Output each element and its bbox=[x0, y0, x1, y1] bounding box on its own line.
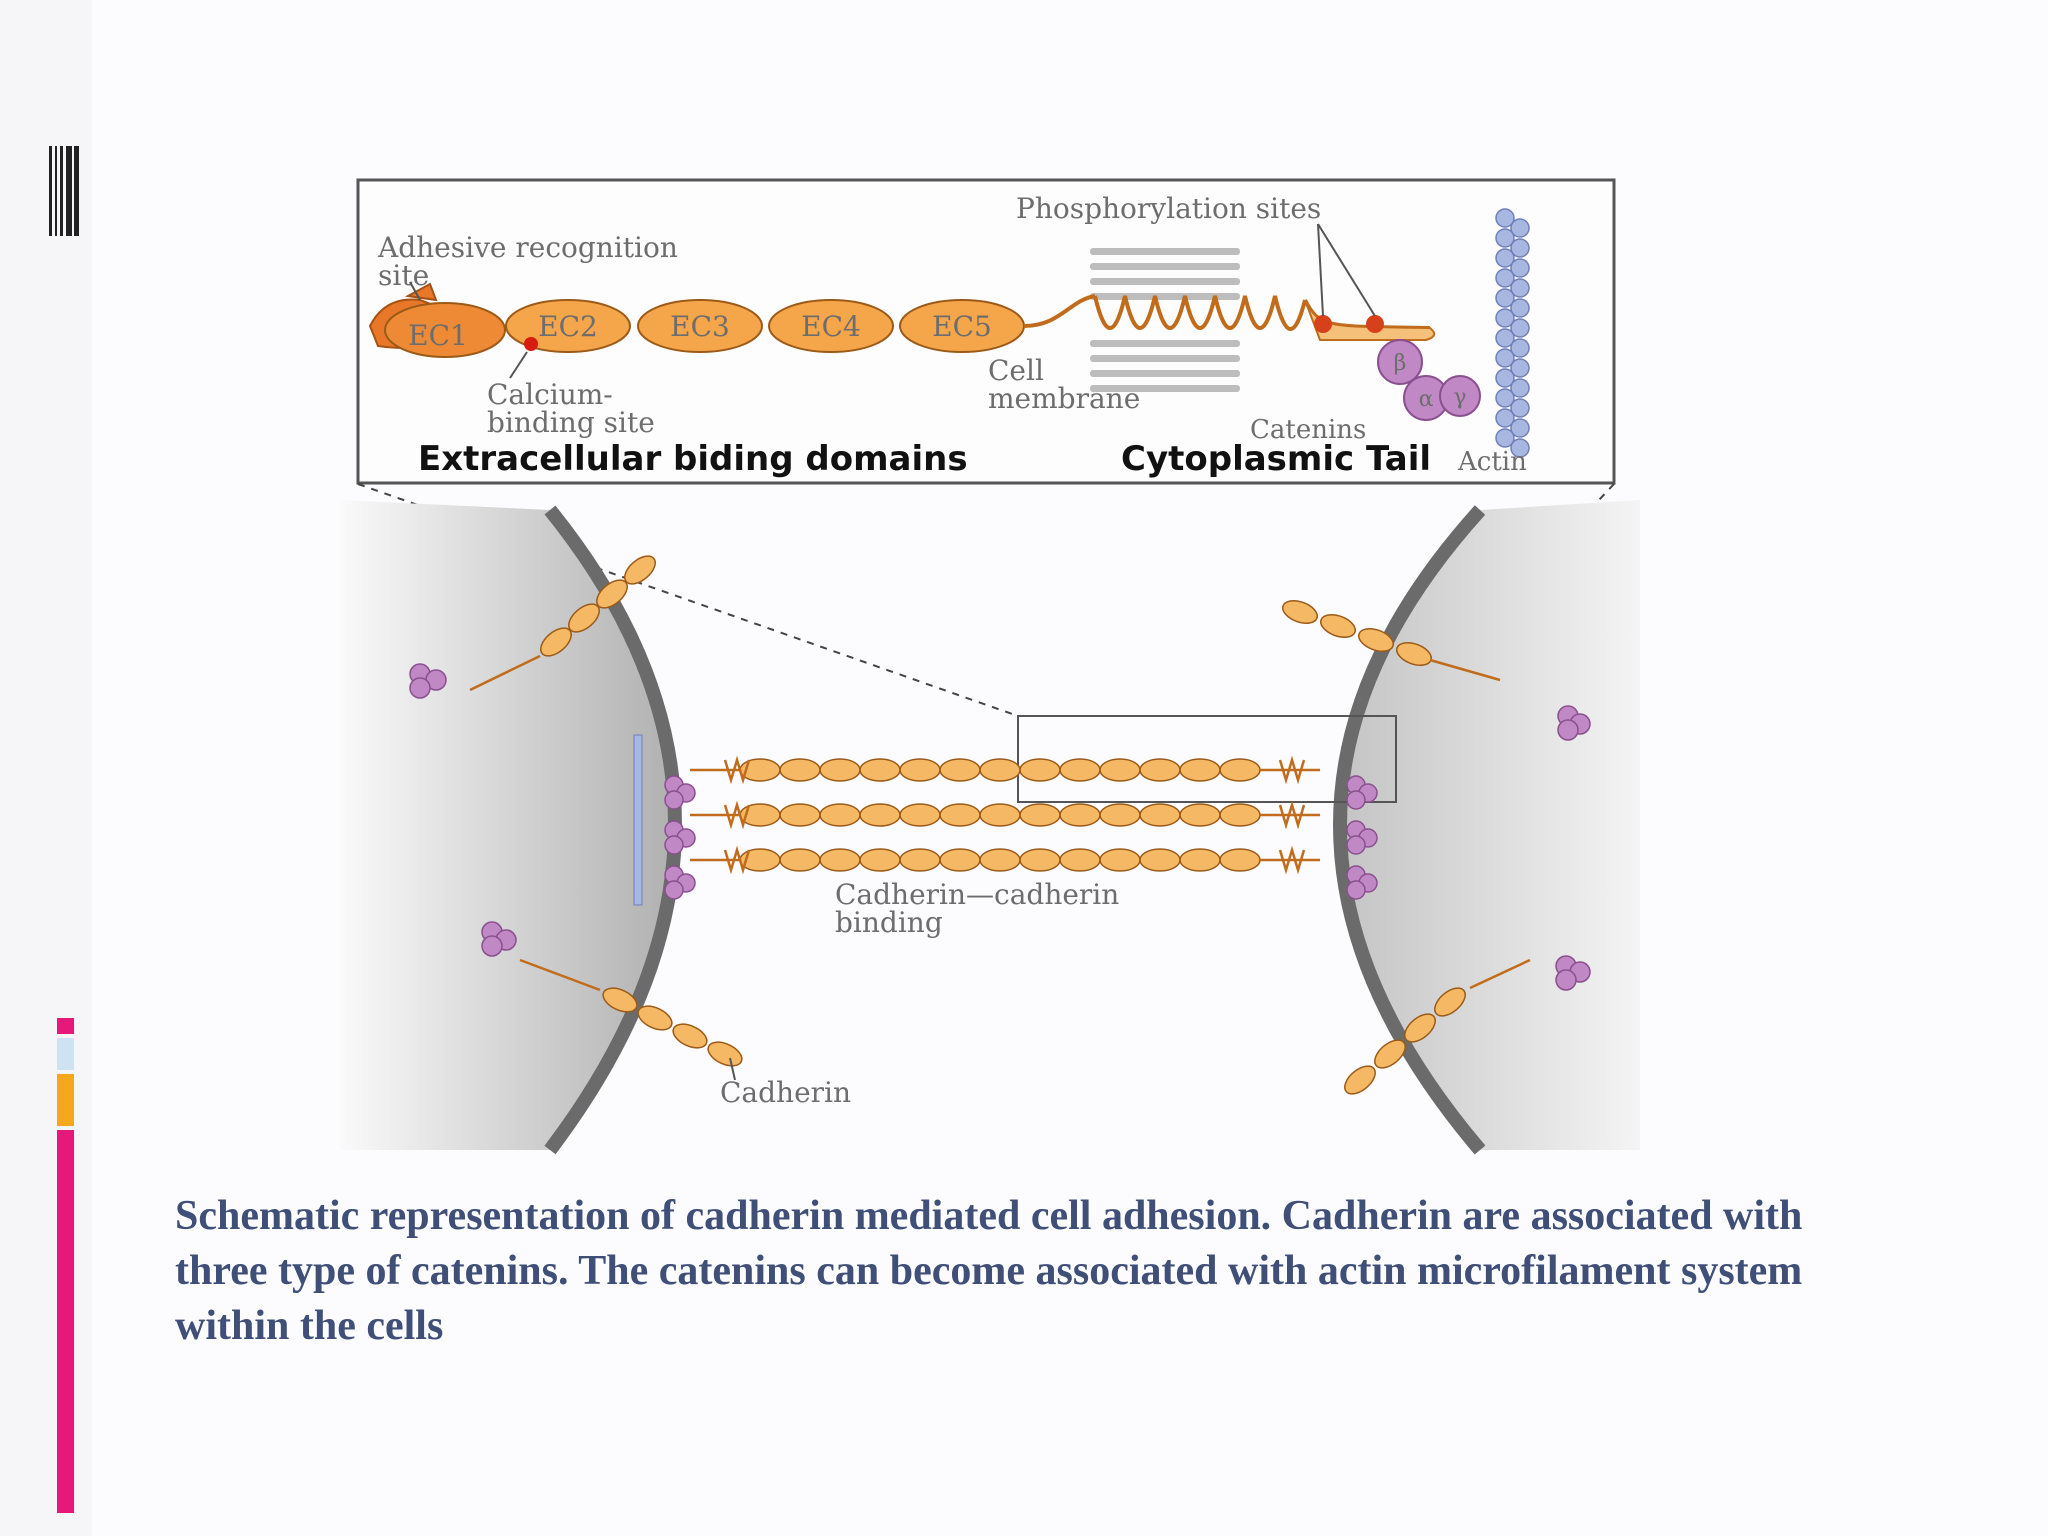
domain-label-ec4: EC4 bbox=[801, 310, 861, 343]
beta-catenin-symbol: β bbox=[1394, 351, 1407, 376]
figure-caption: Schematic representation of cadherin med… bbox=[175, 1193, 1803, 1349]
cell-membrane-lipids bbox=[1090, 248, 1240, 392]
extracellular-label: Extracellular biding domains bbox=[418, 439, 968, 479]
cadherin-diagram: EC1 EC2 EC3 EC4 EC5 β α γ bbox=[340, 178, 1640, 1155]
cadherin-label: Cadherin bbox=[720, 1076, 851, 1109]
accent-stripe bbox=[57, 1018, 74, 1513]
catenins-label: Catenins bbox=[1250, 415, 1366, 445]
domain-label-ec3: EC3 bbox=[670, 310, 730, 343]
phosphorylation-label: Phosphorylation sites bbox=[1016, 192, 1321, 225]
alpha-catenin-symbol: α bbox=[1419, 387, 1434, 412]
adhesive-site-label: Adhesive recognition site bbox=[377, 231, 687, 292]
phosphorylation-site bbox=[1314, 315, 1332, 333]
calcium-site-label: Calcium- binding site bbox=[487, 378, 655, 439]
zoom-region-box bbox=[1017, 715, 1397, 803]
cytoplasmic-label: Cytoplasmic Tail bbox=[1121, 439, 1431, 479]
gamma-catenin-symbol: γ bbox=[1453, 385, 1466, 410]
domain-label-ec5: EC5 bbox=[932, 310, 992, 343]
domain-label-ec2: EC2 bbox=[538, 310, 598, 343]
inset-panel: EC1 EC2 EC3 EC4 EC5 β α γ bbox=[356, 178, 1616, 717]
domain-label-ec1: EC1 bbox=[408, 319, 468, 352]
calcium-binding-dot bbox=[524, 337, 538, 351]
ec-domain-chain: EC1 EC2 EC3 EC4 EC5 bbox=[368, 282, 1025, 358]
catenin-clusters bbox=[664, 775, 1378, 900]
cell-left bbox=[340, 500, 682, 1155]
free-cadherin bbox=[540, 555, 1466, 1095]
cadherin-binding-label: Cadherin—cadherin binding bbox=[835, 878, 1128, 939]
catenin-complex: β α γ bbox=[1377, 339, 1481, 421]
actin-filament bbox=[1495, 208, 1530, 458]
left-margin-panel bbox=[0, 0, 92, 1536]
actin-bundle-left bbox=[633, 734, 643, 906]
phosphorylation-site bbox=[1366, 315, 1384, 333]
cadherin-junction bbox=[690, 755, 1320, 875]
actin-label: Actin bbox=[1457, 447, 1527, 477]
decorative-bars bbox=[49, 146, 79, 236]
cell-membrane-label: Cell membrane bbox=[988, 354, 1140, 415]
